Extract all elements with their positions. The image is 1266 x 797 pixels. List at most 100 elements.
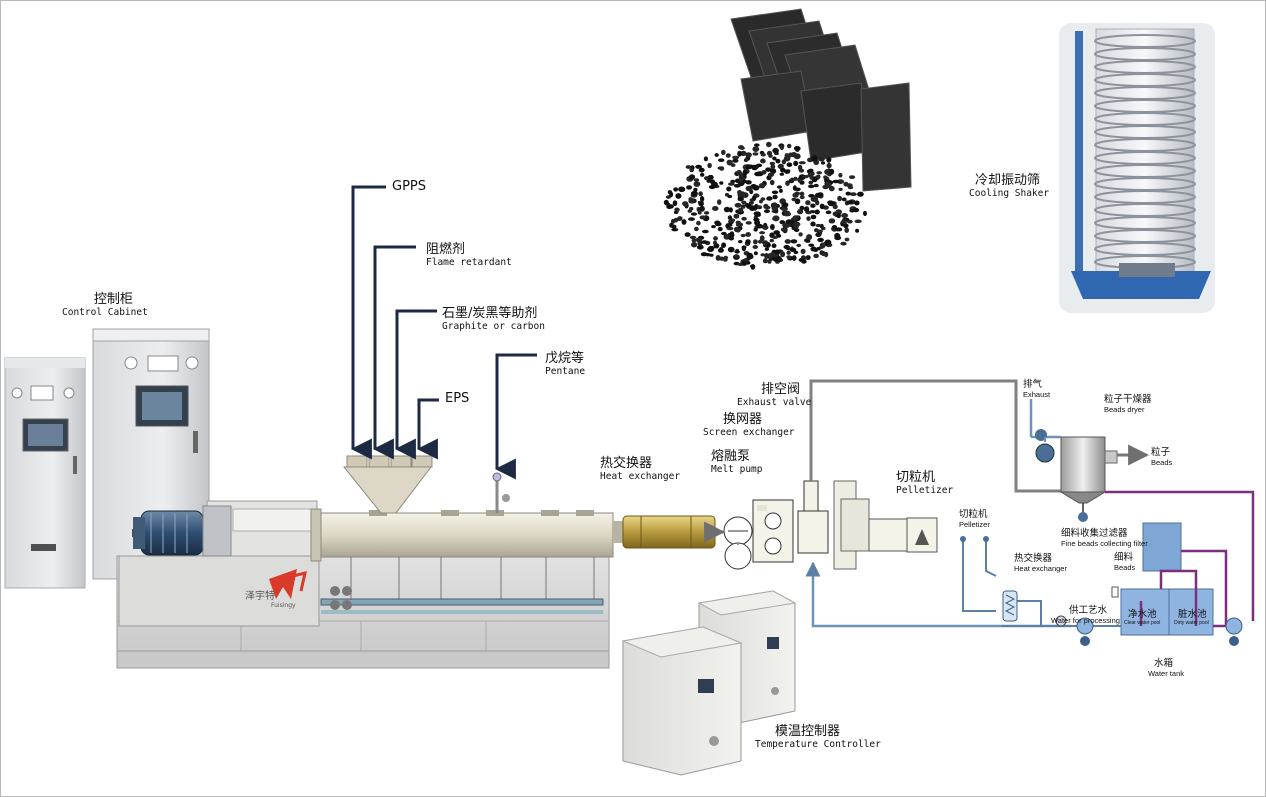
bead (740, 204, 746, 209)
bead (786, 162, 793, 167)
bead (700, 172, 705, 177)
bead (817, 192, 824, 198)
temperature-controller-label: 模温控制器 Temperature Controller (755, 720, 881, 750)
pelletizer-small-zh: 切粒机 (959, 509, 988, 520)
water-for-processing-label: 供工艺水 Water for processing (1051, 602, 1120, 625)
bead (769, 179, 775, 186)
bead (681, 219, 687, 225)
water-return-line (805, 561, 1071, 628)
bead (742, 170, 748, 176)
bead (734, 254, 739, 258)
bead (748, 200, 754, 205)
bead (819, 203, 825, 210)
bead (686, 185, 693, 190)
cooling-shaker-zh: 冷却振动筛 (975, 173, 1041, 188)
pelletizer-main-label: 切粒机 Pelletizer (896, 466, 953, 496)
dirty-water-pool-en: Dirty water pool (1174, 620, 1209, 626)
bead (845, 191, 851, 196)
cooling-shaker-image (1059, 23, 1215, 313)
bead (784, 169, 791, 173)
bead (733, 213, 740, 219)
fine-beads-filter-en: Fine beads collecting filter (1061, 539, 1148, 548)
bead (762, 225, 769, 231)
bead (759, 199, 763, 204)
bead (734, 250, 740, 254)
beads-dryer-en: Beads dryer (1104, 405, 1145, 414)
clean-water-pool-label: 净水池 Clear water pool (1124, 606, 1160, 626)
control-cabinet-rear (4, 357, 86, 589)
bead (726, 226, 734, 231)
bead (698, 201, 704, 207)
bead (727, 246, 735, 253)
control-cabinet-zh: 控制柜 (93, 292, 133, 307)
bead (790, 239, 798, 244)
bead (712, 206, 719, 211)
bead (771, 243, 777, 248)
bead (714, 153, 719, 157)
bead (726, 186, 732, 192)
bead (772, 147, 779, 154)
bead (721, 242, 727, 248)
bead (832, 225, 837, 229)
bead (770, 164, 776, 170)
graphite-label: 石墨/炭黑等助剂 Graphite or carbon (442, 302, 545, 332)
exhaust-line (809, 379, 1061, 493)
heat-exchanger-main-zh: 热交换器 (600, 456, 653, 471)
bead (690, 212, 698, 216)
exhaust-fan (1029, 399, 1061, 463)
bead (805, 255, 811, 261)
bead (758, 183, 766, 189)
bead (815, 232, 822, 237)
bead (691, 238, 697, 243)
bead (751, 164, 757, 169)
bead (798, 161, 806, 165)
flame-retardant-en: Flame retardant (426, 257, 512, 268)
exhaust-zh: 排气 (1023, 379, 1043, 390)
bead (802, 175, 809, 179)
bead (811, 155, 818, 162)
bead (745, 232, 751, 237)
bead (838, 172, 843, 178)
bead (693, 187, 698, 192)
clean-water-pool-zh: 净水池 (1128, 609, 1157, 620)
bead (745, 239, 751, 245)
bead (760, 158, 766, 164)
melt-pump-label: 熔融泵 Melt pump (711, 445, 762, 475)
bead (726, 223, 733, 227)
bead (816, 174, 821, 180)
bead (687, 209, 692, 213)
screen-exchanger-label: 换网器 Screen exchanger (703, 408, 795, 438)
bead (762, 258, 768, 264)
melt-pump (723, 516, 753, 570)
bead (818, 156, 825, 162)
bead (678, 186, 686, 193)
bead (854, 200, 860, 206)
bead (800, 248, 806, 255)
bead (723, 255, 729, 260)
bead (733, 183, 741, 188)
bead (735, 222, 744, 227)
cooling-shaker-label: 冷却振动筛 Cooling Shaker (969, 169, 1049, 199)
control-cabinet-en: Control Cabinet (62, 307, 148, 318)
bead (698, 167, 705, 173)
bead (841, 218, 847, 225)
bead (770, 224, 775, 230)
bead (853, 207, 860, 213)
bead (759, 235, 765, 242)
drive-motor (133, 505, 232, 557)
bead (809, 171, 815, 175)
fine-beads-valve (1078, 512, 1088, 522)
melt-pump-zh: 熔融泵 (711, 449, 751, 464)
bead (780, 227, 788, 232)
bead (727, 215, 733, 220)
dirty-water-pool-zh: 脏水池 (1178, 609, 1207, 620)
temperature-controller-zh: 模温控制器 (775, 724, 841, 739)
exhaust-valve (797, 480, 829, 554)
bead (691, 241, 698, 248)
bead (743, 158, 749, 163)
bead (855, 228, 860, 233)
bead (760, 152, 766, 157)
bead (700, 252, 708, 257)
